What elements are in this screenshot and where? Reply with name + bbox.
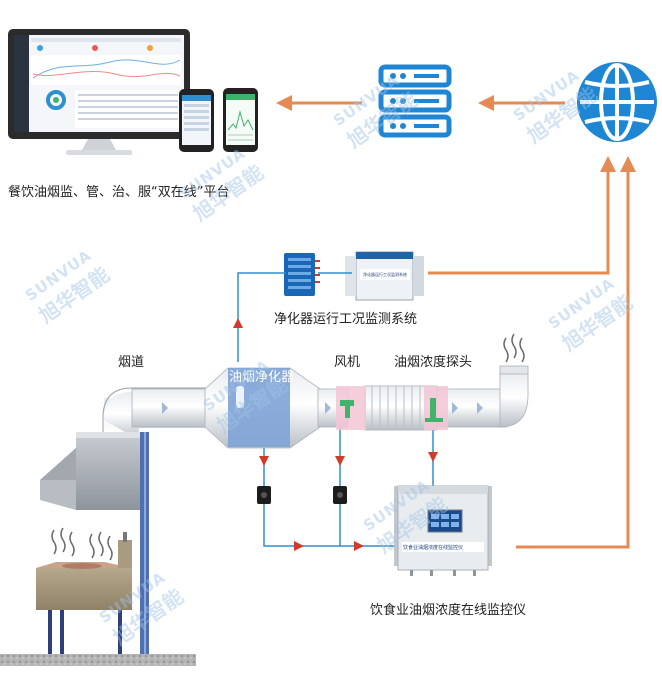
fan — [336, 386, 366, 430]
fan-label: 风机 — [334, 355, 361, 370]
cooking-stove — [36, 532, 132, 654]
online-monitor-cabinet — [394, 485, 492, 576]
monitor-label: 饮食业油烟浓度在线监控仪 — [370, 603, 527, 618]
purifier-label: 油烟净化器 — [229, 370, 295, 385]
probe-label: 油烟浓度探头 — [394, 355, 473, 370]
smoke-icon — [51, 527, 113, 561]
system-box-text: 净化器运行工况监测系统 — [363, 272, 407, 277]
server-icon — [378, 64, 452, 138]
pressure-sensor — [257, 486, 271, 504]
smartphone — [179, 89, 214, 152]
desktop-monitor — [8, 29, 190, 155]
pressure-sensor — [333, 486, 347, 504]
oil-fume-purifier — [228, 368, 290, 447]
flue-label: 烟道 — [118, 355, 145, 370]
flue-duct — [102, 362, 529, 478]
oil-fume-probe — [424, 386, 448, 430]
smartphone — [223, 88, 258, 152]
globe-icon — [577, 62, 657, 142]
range-hood — [40, 432, 146, 510]
smoke-icon — [503, 333, 525, 363]
monitoring-system-label: 净化器运行工况监测系统 — [274, 312, 418, 327]
floor — [0, 654, 196, 666]
monitor-panel-text: 饮食业油烟浓度在线监控仪 — [403, 545, 464, 551]
monitoring-system-box — [345, 251, 424, 301]
platform-label: 餐饮油烟监、管、治、服“双在线”平台 — [8, 185, 230, 200]
control-module — [284, 253, 320, 296]
